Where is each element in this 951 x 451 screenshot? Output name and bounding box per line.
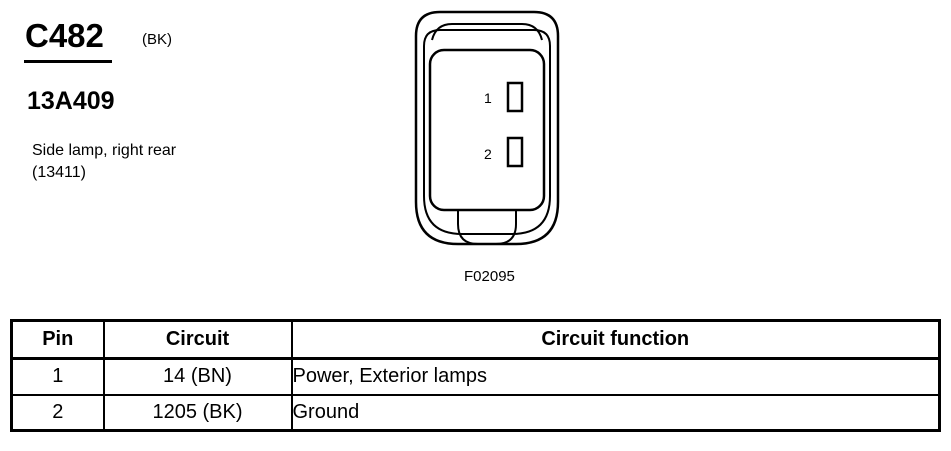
header-circuit-function: Circuit function	[290, 319, 941, 360]
header-circuit: Circuit	[102, 319, 293, 360]
connector-id: C482	[25, 17, 104, 54]
cell-circuit-function: Ground	[290, 393, 941, 432]
cell-pin: 2	[10, 393, 105, 432]
component-description: Side lamp, right rear	[32, 142, 177, 159]
table-row: 1 14 (BN) Power, Exterior lamps	[10, 357, 941, 396]
cell-pin: 1	[10, 357, 105, 396]
pin-1-terminal	[506, 81, 524, 113]
table-row: 2 1205 (BK) Ground	[10, 393, 941, 432]
figure-id: F02095	[464, 268, 515, 285]
connector-latch-ledge	[431, 23, 543, 41]
pin-2-label: 2	[484, 146, 492, 162]
pin-2-terminal	[506, 136, 524, 168]
pin-table: Pin Circuit Circuit function 1 14 (BN) P…	[10, 319, 941, 432]
terminal-cavity	[428, 48, 546, 212]
connector-color: (BK)	[142, 31, 172, 48]
part-number: 13A409	[27, 87, 115, 115]
header-pin: Pin	[10, 319, 105, 360]
cell-circuit: 1205 (BK)	[102, 393, 293, 432]
cell-circuit: 14 (BN)	[102, 357, 293, 396]
pin-1-label: 1	[484, 90, 492, 106]
connector-id-underline	[24, 60, 112, 63]
table-header-row: Pin Circuit Circuit function	[10, 319, 941, 360]
cell-circuit-function: Power, Exterior lamps	[290, 357, 941, 396]
connector-housing-inner	[423, 29, 551, 235]
connector-housing-outer	[414, 10, 560, 246]
connector-key-tab	[457, 210, 517, 245]
component-reference: (13411)	[32, 164, 86, 181]
connector-face-drawing: 1 2	[414, 10, 560, 246]
